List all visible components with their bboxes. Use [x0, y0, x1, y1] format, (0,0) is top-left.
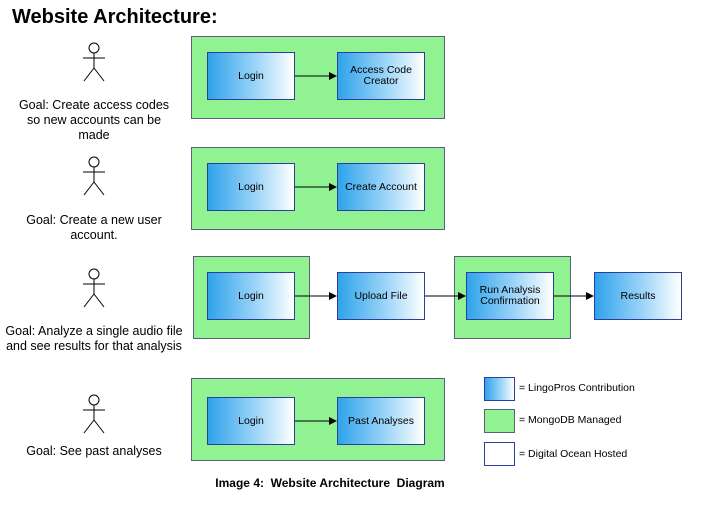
node-label: Login — [238, 289, 264, 302]
legend-digitalocean-swatch — [484, 442, 515, 466]
node-label: Login — [238, 180, 264, 193]
login-node: Login — [207, 272, 295, 320]
goal-label: Goal: Create access codes so new account… — [18, 98, 170, 142]
user-actor-icon — [83, 394, 105, 434]
user-actor-icon — [83, 42, 105, 82]
goal-label: Goal: Create a new user account. — [26, 213, 162, 242]
goal-label: Goal: See past analyses — [26, 444, 162, 458]
goal-label: Goal: Analyze a single audio file and se… — [5, 324, 183, 353]
login-node: Login — [207, 52, 295, 100]
legend-digitalocean-label: = Digital Ocean Hosted — [519, 448, 628, 460]
node-label: Upload File — [354, 289, 408, 302]
legend-mongodb-swatch — [484, 409, 515, 433]
figure-caption: Image 4: Website Architecture Diagram — [215, 476, 445, 490]
legend-mongodb-label: = MongoDB Managed — [519, 414, 622, 426]
login-node: Login — [207, 163, 295, 211]
user-actor-icon — [83, 156, 105, 196]
diagram-title: Website Architecture: — [12, 6, 218, 28]
legend-lingopros-label: = LingoPros Contribution — [519, 382, 635, 394]
results-node: Results — [594, 272, 682, 320]
create-account-node: Create Account — [337, 163, 425, 211]
node-label: Access Code Creator — [350, 64, 412, 87]
node-label: Login — [238, 414, 264, 427]
past-analyses-node: Past Analyses — [337, 397, 425, 445]
node-label: Past Analyses — [348, 414, 414, 427]
node-label: Login — [238, 69, 264, 82]
legend-lingopros-swatch — [484, 377, 515, 401]
login-node: Login — [207, 397, 295, 445]
upload-file-node: Upload File — [337, 272, 425, 320]
node-label: Create Account — [345, 180, 417, 193]
access-code-creator-node: Access Code Creator — [337, 52, 425, 100]
run-analysis-confirmation-node: Run Analysis Confirmation — [466, 272, 554, 320]
node-label: Run Analysis Confirmation — [479, 284, 541, 307]
node-label: Results — [620, 289, 656, 302]
user-actor-icon — [83, 268, 105, 308]
